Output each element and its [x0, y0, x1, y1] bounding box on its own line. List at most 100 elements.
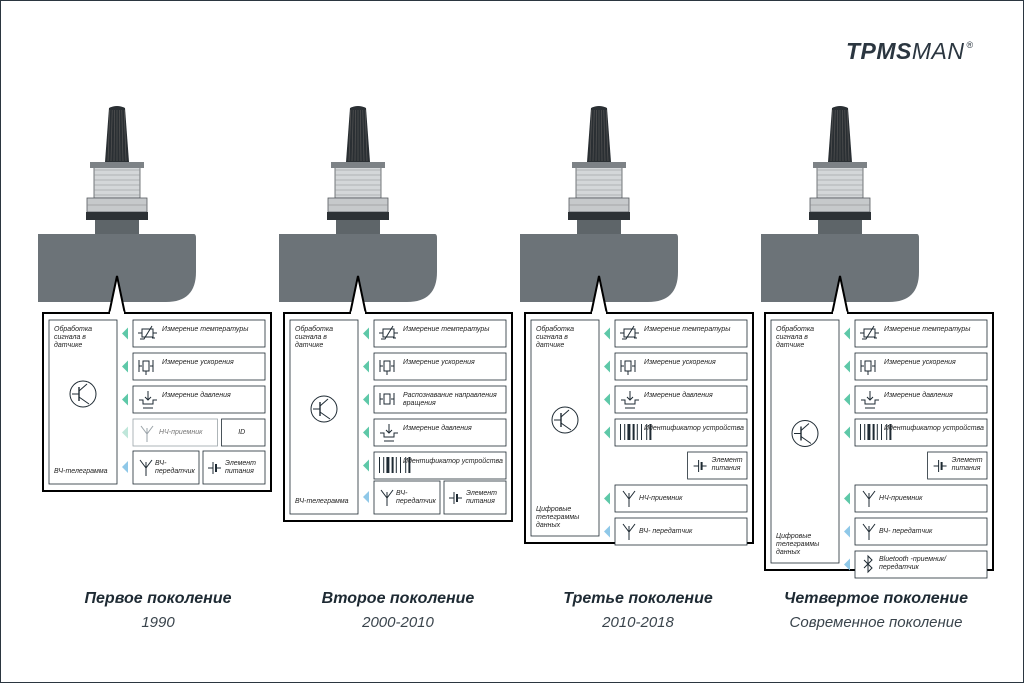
brand-name-bold: TPMS: [846, 38, 912, 64]
battery-icon: [933, 460, 947, 472]
feature-row: [373, 385, 507, 414]
processing-label: Обработка сигнала в датчике: [776, 326, 815, 349]
feature-label: Измерение ускорения: [162, 359, 234, 366]
telegram-label: ВЧ-телеграмма: [295, 498, 349, 505]
battery-label: Элемент питания: [711, 457, 743, 472]
generation-4-period: Современное поколение: [789, 614, 963, 631]
feature-label: Измерение ускорения: [884, 359, 956, 366]
valve-seal: [327, 212, 389, 220]
antenna-icon: [140, 425, 154, 442]
valve-ring: [572, 162, 626, 168]
temperature-icon: [620, 325, 639, 340]
valve-body: [816, 165, 864, 199]
battery-label: Элемент питания: [225, 460, 256, 475]
bluetooth-icon: [863, 554, 873, 574]
processing-panel: [48, 319, 118, 485]
transistor-icon: [310, 395, 338, 423]
sensor-housing: [761, 234, 919, 302]
valve-seal: [568, 212, 630, 220]
antenna-icon: [380, 489, 394, 506]
feature-row: [132, 352, 266, 381]
comm-label: НЧ-приемник: [879, 495, 923, 502]
rf-transmitter-label: ВЧ-передатчик: [396, 490, 436, 505]
connector-arrow: [363, 426, 369, 439]
connector-arrow: [604, 393, 610, 406]
comm-row: [614, 484, 748, 513]
sensor-housing: [279, 234, 437, 302]
valve-seal: [809, 212, 871, 220]
feature-label: Измерение давления: [644, 392, 713, 399]
generation-1-period: 1990: [141, 614, 175, 631]
battery-label: Элемент питания: [466, 490, 497, 505]
antenna-icon: [862, 490, 876, 507]
connector-arrow: [604, 360, 610, 373]
comm-row: [614, 517, 748, 546]
valve-body: [575, 165, 623, 199]
connector-arrow: [122, 426, 128, 439]
comm-row: [854, 517, 988, 546]
generation-2-title: Второе поколение: [321, 590, 475, 607]
rotation-icon: [379, 393, 395, 405]
feature-label: Измерение давления: [403, 425, 472, 432]
valve-ring: [331, 162, 385, 168]
generation-1-title: Первое поколение: [84, 590, 232, 607]
battery-icon: [208, 462, 221, 474]
connector-arrow: [363, 360, 369, 373]
connector-arrow: [844, 525, 850, 538]
valve-ring: [813, 162, 867, 168]
processing-panel: [770, 319, 840, 564]
connector-arrow: [604, 327, 610, 340]
processing-label: Обработка сигнала в датчике: [295, 326, 334, 349]
lf-receiver-label: НЧ-приемник: [159, 429, 203, 436]
sensor-4: [761, 106, 994, 579]
valve-seal: [86, 212, 148, 220]
feature-label: Измерение температуры: [644, 326, 731, 333]
battery-icon: [449, 492, 462, 504]
generation-2-period: 2000-2010: [362, 614, 434, 631]
feature-row: [373, 352, 507, 381]
temperature-icon: [860, 325, 879, 340]
feature-label: Измерение давления: [162, 392, 231, 399]
feature-label: Измерение температуры: [162, 326, 249, 333]
sensor-housing: [38, 234, 196, 302]
valve-body: [93, 165, 141, 199]
temperature-icon: [379, 325, 398, 340]
valve-ring: [90, 162, 144, 168]
pressure-icon: [621, 391, 639, 409]
pressure-icon: [861, 391, 879, 409]
feature-label: Измерение ускорения: [403, 359, 475, 366]
transistor-icon: [69, 380, 97, 408]
pressure-icon: [380, 424, 398, 442]
antenna-icon: [139, 459, 153, 476]
processing-label: Обработка сигнала в датчике: [54, 326, 93, 349]
feature-label: Измерение давления: [884, 392, 953, 399]
valve-neck: [336, 220, 380, 234]
sensor-2: [279, 106, 513, 522]
processing-panel: [530, 319, 600, 537]
barcode-icon: [860, 424, 892, 440]
transistor-icon: [791, 420, 819, 447]
connector-arrow: [604, 492, 610, 505]
rf-transmitter-row: [373, 480, 441, 515]
sensor-3: [520, 106, 754, 546]
valve-neck: [818, 220, 862, 234]
feature-label: Идентификатор устройства: [403, 458, 503, 465]
battery-label: Элемент питания: [951, 457, 983, 472]
antenna-icon: [622, 490, 636, 507]
connector-arrow: [844, 360, 850, 373]
antenna-icon: [862, 523, 876, 540]
connector-arrow: [122, 327, 128, 340]
connector-arrow: [122, 360, 128, 373]
comm-label: НЧ-приемник: [639, 495, 683, 502]
feature-label: Идентификатор устройства: [644, 425, 744, 432]
temperature-icon: [138, 325, 157, 340]
connector-arrow: [844, 426, 850, 439]
valve-neck: [577, 220, 621, 234]
registered-mark: ®: [966, 40, 974, 50]
connector-arrow: [844, 327, 850, 340]
connector-arrow: [363, 491, 369, 503]
generation-3-period: 2010-2018: [602, 614, 674, 631]
id-row: [221, 418, 266, 447]
